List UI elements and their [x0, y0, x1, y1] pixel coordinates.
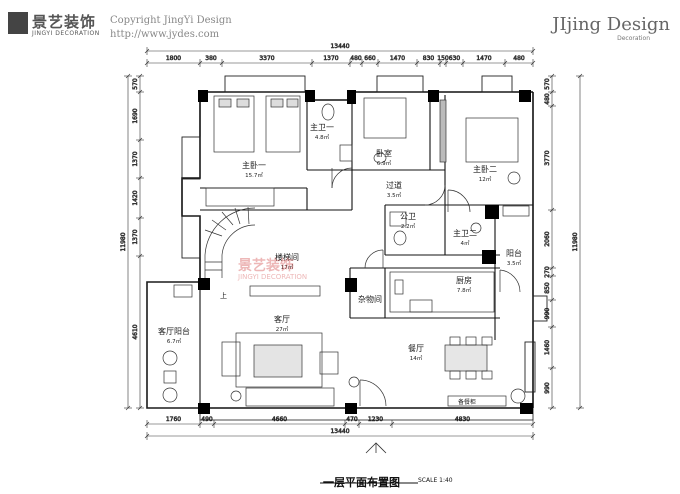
dim-top-segment: 1470	[390, 55, 405, 62]
dim-left-segment: 570	[132, 78, 139, 90]
dim-right-segment: 990	[544, 382, 551, 394]
furniture	[162, 95, 530, 407]
room-name: 餐厅	[408, 344, 424, 353]
dim-left-segment: 1370	[132, 229, 139, 244]
dim-bottom-segment: 1230	[368, 416, 383, 423]
room-name: 卧室	[376, 148, 392, 158]
dim-right-segment: 2060	[544, 231, 551, 246]
dim-top-segment: 630	[449, 55, 461, 62]
drawing-scale: SCALE 1:40	[418, 477, 453, 484]
drawing-title: 一层平面布置图	[323, 476, 400, 489]
room-area: 6.7㎡	[167, 337, 182, 345]
dim-top-segment: 1370	[323, 55, 338, 62]
copyright-text: Copyright JingYi Design	[110, 15, 232, 26]
cabinet-label: 备餐柜	[458, 398, 476, 406]
dim-top-total: 13440	[330, 43, 349, 50]
dim-right-segment: 570	[544, 78, 551, 90]
dim-left-segment: 1370	[132, 151, 139, 166]
dim-bottom-segment: 470	[346, 416, 358, 423]
dim-right-segment: 990	[544, 308, 551, 320]
dim-right-segment: 1460	[544, 340, 551, 355]
dim-left-segment: 4610	[132, 324, 139, 339]
room-area: 2.2㎡	[401, 222, 416, 230]
room-name: 厨房	[456, 275, 472, 285]
room-area: 17㎡	[281, 263, 294, 271]
room-name: 公卫	[400, 212, 416, 221]
dim-top-segment: 480	[350, 55, 362, 62]
dim-bottom-segment: 490	[201, 416, 213, 423]
balcony-bays	[146, 75, 548, 409]
dim-top-segment: 3370	[259, 55, 274, 62]
room-labels: 主卧一15.7㎡主卫一4.8㎡卧室6.9㎡主卧二12㎡过道3.5㎡公卫2.2㎡主…	[158, 122, 522, 362]
dim-right-segment: 270	[544, 266, 551, 278]
dim-left-segment: 1420	[132, 190, 139, 205]
room-area: 4㎡	[461, 239, 470, 247]
dim-top-segment: 380	[205, 55, 217, 62]
brand-name: JIjing Design	[552, 14, 670, 35]
staircase	[204, 206, 256, 278]
stair-up-label: 上	[220, 291, 227, 300]
dim-bottom-segment: 4830	[455, 416, 470, 423]
dim-right-segment: 480	[544, 93, 551, 105]
logo-subtext: JINGYI DECORATION	[32, 30, 100, 37]
room-name: 客厅阳台	[158, 326, 190, 336]
dim-top-segment: 830	[423, 55, 435, 62]
room-area: 15.7㎡	[245, 171, 263, 179]
watermark-cn: 景艺装饰	[238, 257, 294, 274]
room-name: 主卫二	[453, 228, 477, 238]
room-area: 12㎡	[479, 175, 492, 183]
door-swings	[331, 167, 521, 407]
north-arrow	[365, 442, 387, 454]
brand-subtitle: Decoration	[617, 35, 650, 42]
room-area: 4.8㎡	[315, 133, 330, 141]
dim-top-segment: 1800	[166, 55, 181, 62]
dim-bottom-total: 13440	[330, 428, 349, 435]
watermark: 景艺装饰 JINGYI DECORATION	[237, 257, 307, 281]
dim-left-total: 11980	[120, 232, 127, 251]
room-area: 14㎡	[410, 354, 423, 362]
dim-top-segment: 1470	[476, 55, 491, 62]
room-area: 7.8㎡	[457, 286, 472, 294]
dim-top-segment: 150	[437, 55, 449, 62]
room-name: 客厅	[274, 314, 290, 324]
room-name: 阳台	[506, 248, 522, 258]
logo-text: 景艺装饰	[32, 13, 97, 31]
dim-right-total: 11980	[572, 232, 579, 251]
website-text: http://www.jydes.com	[110, 29, 220, 40]
room-name: 主卧二	[473, 164, 497, 174]
dim-left-segment: 1690	[132, 108, 139, 123]
dim-bottom-segment: 4660	[272, 416, 287, 423]
room-name: 主卧一	[242, 160, 266, 170]
dim-right-segment: 850	[544, 282, 551, 294]
dim-top-segment: 480	[513, 55, 525, 62]
room-area: 27㎡	[276, 325, 289, 333]
room-name: 杂物间	[358, 294, 382, 304]
dim-bottom-segment: 1760	[166, 416, 181, 423]
room-area: 6.9㎡	[377, 159, 392, 167]
room-name: 楼梯间	[275, 252, 299, 262]
room-name: 过道	[386, 180, 402, 190]
room-name: 主卫一	[310, 122, 334, 132]
watermark-en: JINGYI DECORATION	[237, 273, 307, 281]
room-area: 3.5㎡	[507, 259, 522, 267]
room-area: 3.5㎡	[387, 191, 402, 199]
dim-top-segment: 660	[364, 55, 376, 62]
logo-mark	[8, 12, 28, 34]
dim-right-segment: 3770	[544, 150, 551, 165]
wall-columns	[198, 90, 533, 414]
